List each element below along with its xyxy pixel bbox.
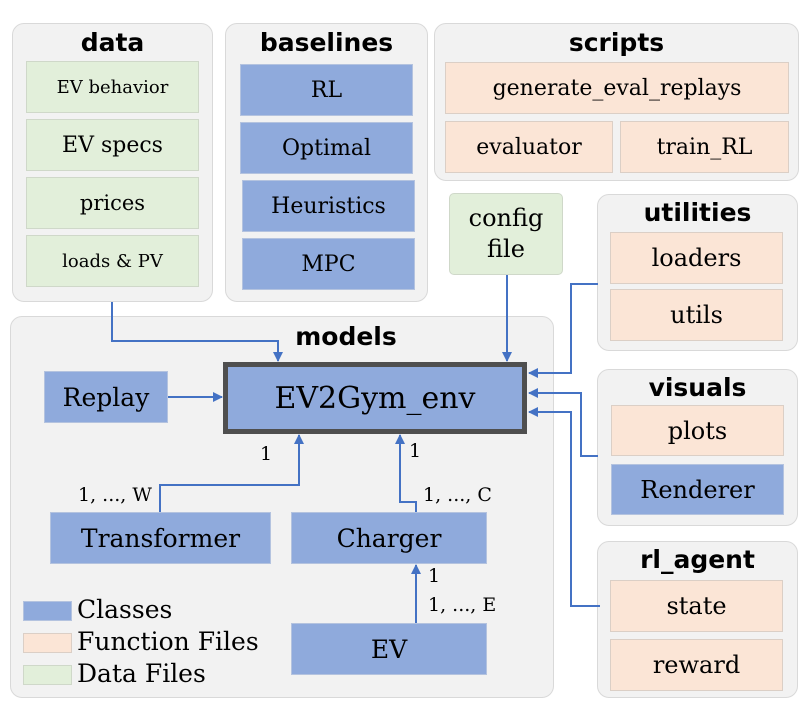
- legend-label-data-files: Data Files: [77, 659, 206, 688]
- group-title: data: [80, 28, 145, 57]
- baseline-optimal[interactable]: Optimal: [240, 122, 413, 174]
- legend-swatch-classes: [23, 601, 72, 621]
- config-file[interactable]: config file: [449, 193, 563, 275]
- rl-agent-state[interactable]: state: [610, 580, 783, 632]
- utility-loaders[interactable]: loaders: [610, 232, 783, 284]
- visual-renderer[interactable]: Renderer: [611, 464, 784, 515]
- baseline-heuristics[interactable]: Heuristics: [242, 180, 415, 232]
- legend-swatch-data-files: [23, 665, 72, 685]
- group-title: rl_agent: [640, 545, 755, 574]
- group-title: scripts: [568, 28, 665, 57]
- multiplicity-ev-charger-top: 1: [428, 565, 441, 587]
- group-title: models: [295, 322, 397, 351]
- baseline-rl[interactable]: RL: [240, 64, 413, 116]
- config-file-line1: config: [468, 204, 544, 232]
- ev-class[interactable]: EV: [291, 623, 487, 675]
- multiplicity-transformer-env-top: 1: [260, 443, 273, 465]
- group-title: utilities: [643, 198, 752, 227]
- utility-utils[interactable]: utils: [610, 289, 783, 341]
- script-train-rl[interactable]: train_RL: [620, 121, 789, 173]
- legend-label-function-files: Function Files: [77, 627, 259, 656]
- replay-class[interactable]: Replay: [44, 371, 168, 423]
- transformer-class[interactable]: Transformer: [50, 512, 271, 564]
- ev2gym-env-class[interactable]: EV2Gym_env: [223, 362, 527, 434]
- multiplicity-ev-charger-bottom: 1, ..., E: [428, 594, 497, 616]
- script-evaluator[interactable]: evaluator: [445, 121, 613, 173]
- data-file-loads-pv[interactable]: loads & PV: [26, 235, 199, 287]
- rl-agent-reward[interactable]: reward: [610, 639, 783, 691]
- data-file-prices[interactable]: prices: [26, 177, 199, 229]
- data-file-ev-behavior[interactable]: EV behavior: [26, 61, 199, 113]
- data-file-ev-specs[interactable]: EV specs: [26, 119, 199, 171]
- multiplicity-charger-env-top: 1: [409, 440, 422, 462]
- legend-swatch-function-files: [23, 633, 72, 653]
- group-title: visuals: [648, 373, 747, 402]
- charger-class[interactable]: Charger: [291, 512, 487, 564]
- multiplicity-charger-env-bottom: 1, ..., C: [423, 484, 492, 506]
- config-file-line2: file: [487, 235, 525, 263]
- visual-plots[interactable]: plots: [611, 405, 784, 456]
- group-title: baselines: [259, 28, 394, 57]
- legend-label-classes: Classes: [77, 595, 173, 624]
- script-generate-eval-replays[interactable]: generate_eval_replays: [445, 62, 789, 114]
- multiplicity-transformer-env-bottom: 1, ..., W: [78, 484, 152, 506]
- baseline-mpc[interactable]: MPC: [242, 238, 415, 290]
